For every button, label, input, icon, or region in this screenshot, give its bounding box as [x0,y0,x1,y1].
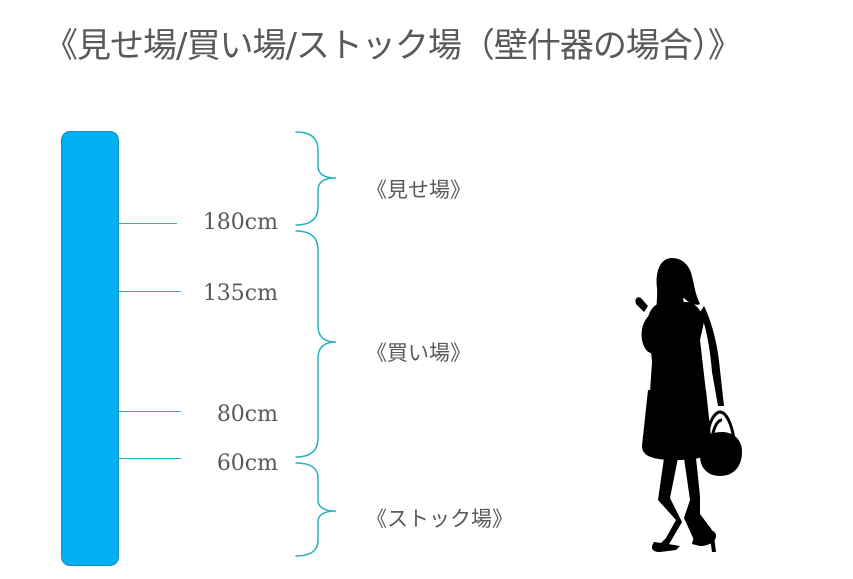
brace-stock [295,462,337,557]
height-label-135: 135cm [202,281,278,306]
brace-display [295,131,337,226]
page-title: 《見せ場/買い場/ストック場（壁什器の場合）》 [44,26,742,66]
height-label-80: 80cm [216,402,278,427]
brace-buying [295,230,337,458]
zone-label-display: 《見せ場》 [366,178,471,202]
tick-60 [119,458,181,459]
zone-label-buying: 《買い場》 [366,341,471,365]
wall-fixture [61,131,119,566]
tick-135 [119,291,181,292]
woman-silhouette-icon [635,258,742,552]
height-label-180: 180cm [202,210,278,235]
height-label-60: 60cm [216,451,278,476]
tick-80 [119,411,181,412]
tick-180 [119,223,177,224]
zone-label-stock: 《ストック場》 [366,507,513,531]
